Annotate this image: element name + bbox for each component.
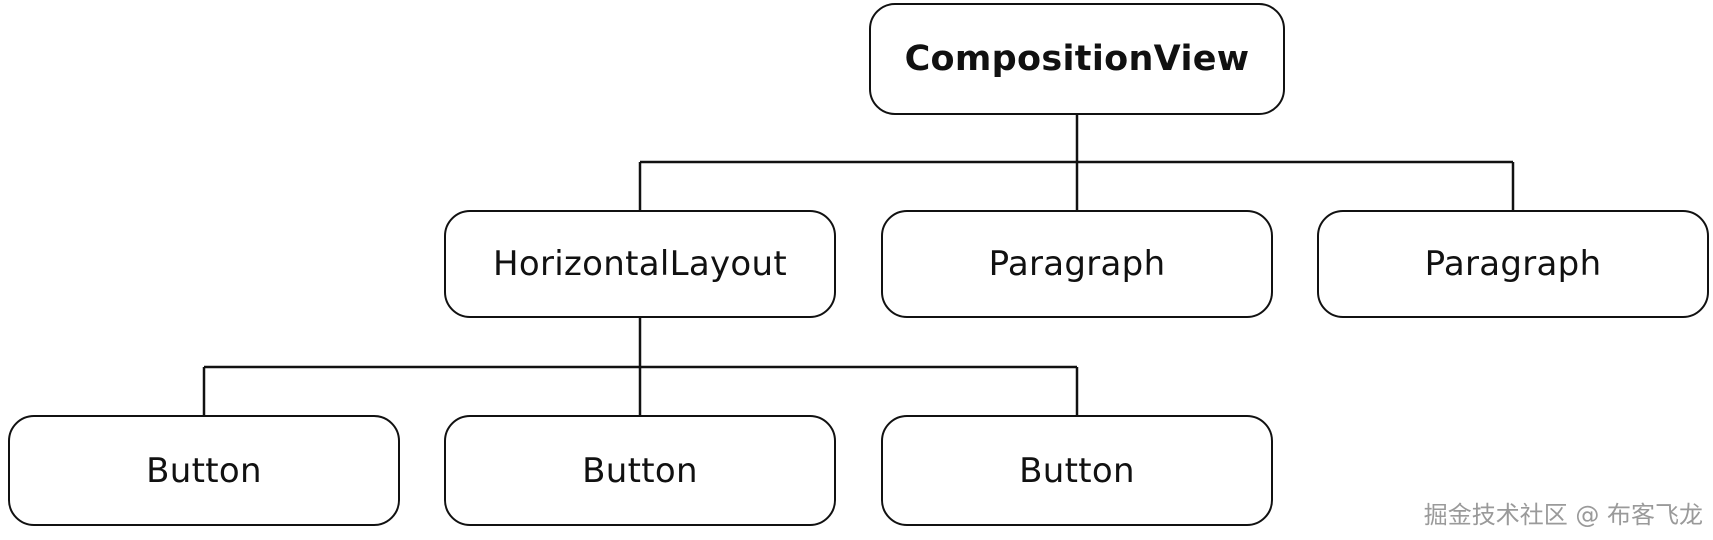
node-paragraph-1: Paragraph [881,210,1273,318]
node-button-3: Button [881,415,1273,526]
watermark-text: 掘金技术社区 @ 布客飞龙 [1423,501,1703,529]
node-composition-view: CompositionView [869,3,1285,115]
node-paragraph-2: Paragraph [1317,210,1709,318]
node-button-1: Button [8,415,400,526]
node-horizontal-layout: HorizontalLayout [444,210,836,318]
node-button-2: Button [444,415,836,526]
